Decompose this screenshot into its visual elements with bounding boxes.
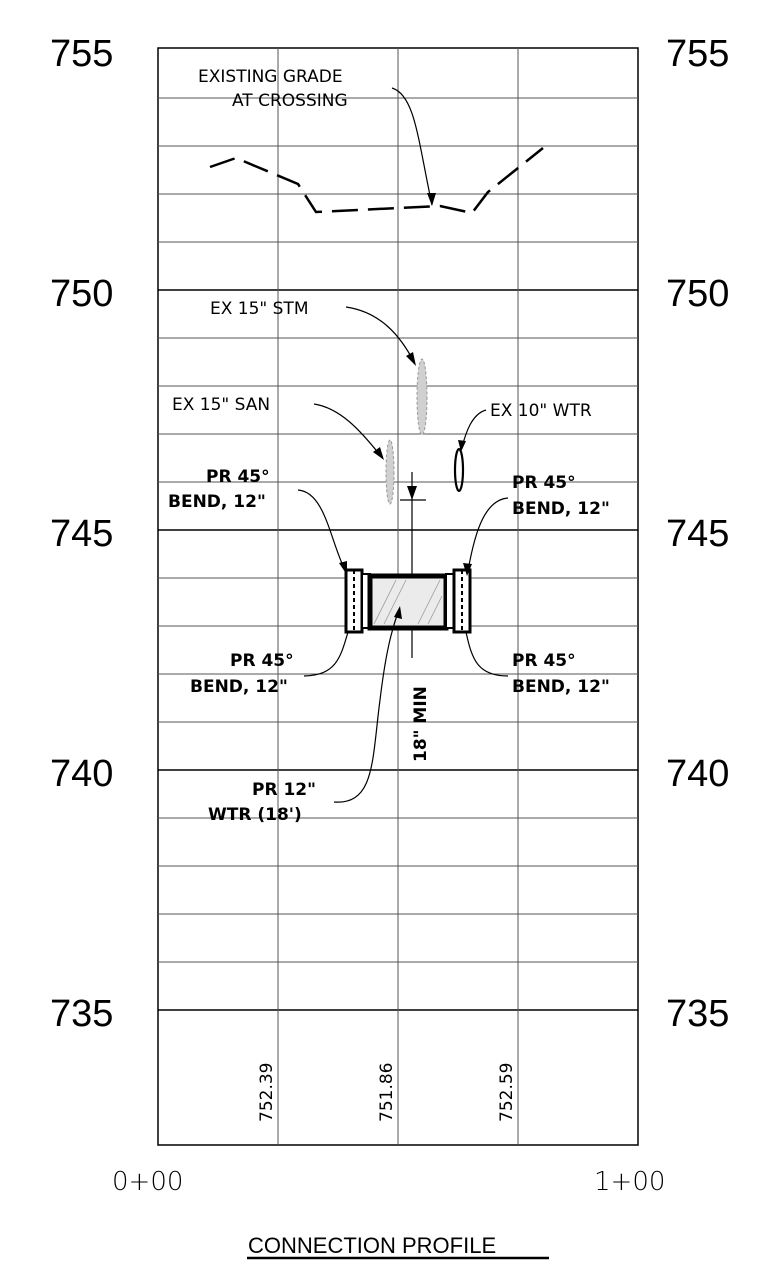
bend-label-ur-line2: BEND, 12" [512, 499, 610, 519]
ex-san-leader [313, 403, 381, 456]
ex-sanitary-pipe [385, 439, 395, 505]
elevation-label-right-750: 750 [666, 273, 729, 315]
proposed-pipe-body [367, 573, 449, 631]
ex-wtr-label: EX 10" WTR [490, 401, 592, 421]
grade-value-1: 752.39 [257, 1063, 277, 1122]
bend-label-lr-line2: BEND, 12" [512, 677, 610, 697]
bend-label-ll-line2: BEND, 12" [190, 677, 288, 697]
elevation-label-left-745: 745 [50, 513, 113, 555]
clearance-arrow-top [407, 486, 417, 500]
bend-leader-lr [465, 631, 509, 677]
elevation-label-left-735: 735 [50, 993, 113, 1035]
existing-grade-arrow [427, 193, 436, 206]
bend-arrow-ur [463, 563, 472, 576]
ex-wtr-arrow [458, 440, 466, 452]
bend-label-lr-line1: PR 45° [512, 651, 576, 671]
bend-arrow-ul [339, 561, 347, 575]
existing-grade-label-line2: AT CROSSING [232, 91, 348, 111]
drawing-title: CONNECTION PROFILE [248, 1233, 496, 1258]
bend-leader-ur [467, 497, 509, 571]
elevation-label-right-735: 735 [666, 993, 729, 1035]
elevation-label-right-745: 745 [666, 513, 729, 555]
pr-wtr-label-line2: WTR (18') [208, 805, 302, 825]
grade-value-2: 751.86 [377, 1063, 397, 1122]
bend-label-ur-line1: PR 45° [512, 473, 576, 493]
elevation-label-right-740: 740 [666, 753, 729, 795]
station-label-end: 1+00 [594, 1167, 665, 1197]
bend-label-ul-line1: PR 45° [206, 467, 270, 487]
ex-water-pipe [453, 447, 465, 493]
bend-label-ul-line2: BEND, 12" [168, 492, 266, 512]
ex-storm-pipe [416, 358, 428, 436]
proposed-water-main [344, 568, 472, 634]
elevation-label-left-755: 755 [50, 33, 113, 75]
ex-stm-leader [345, 306, 415, 363]
existing-grade-line [209, 147, 544, 215]
ex-san-arrow [373, 447, 384, 460]
bend-leader-ul [297, 489, 346, 571]
pr-wtr-leader [333, 611, 399, 803]
ex-stm-label: EX 15" STM [210, 299, 309, 319]
existing-grade-leader [391, 87, 433, 206]
ex-san-label: EX 15" SAN [172, 395, 270, 415]
elevation-label-left-750: 750 [50, 273, 113, 315]
elevation-label-left-740: 740 [50, 753, 113, 795]
clearance-label: 18" MIN [411, 686, 431, 762]
station-label-start: 0+00 [112, 1167, 183, 1197]
bend-label-ll-line1: PR 45° [230, 651, 294, 671]
pr-wtr-label-line1: PR 12" [252, 780, 316, 800]
ex-stm-arrow [406, 352, 416, 366]
bend-leader-ll [303, 631, 349, 677]
grade-value-3: 752.59 [497, 1063, 517, 1122]
pr-wtr-arrow [394, 606, 402, 619]
elevation-label-right-755: 755 [666, 33, 729, 75]
existing-grade-label-line1: EXISTING GRADE [198, 67, 343, 87]
